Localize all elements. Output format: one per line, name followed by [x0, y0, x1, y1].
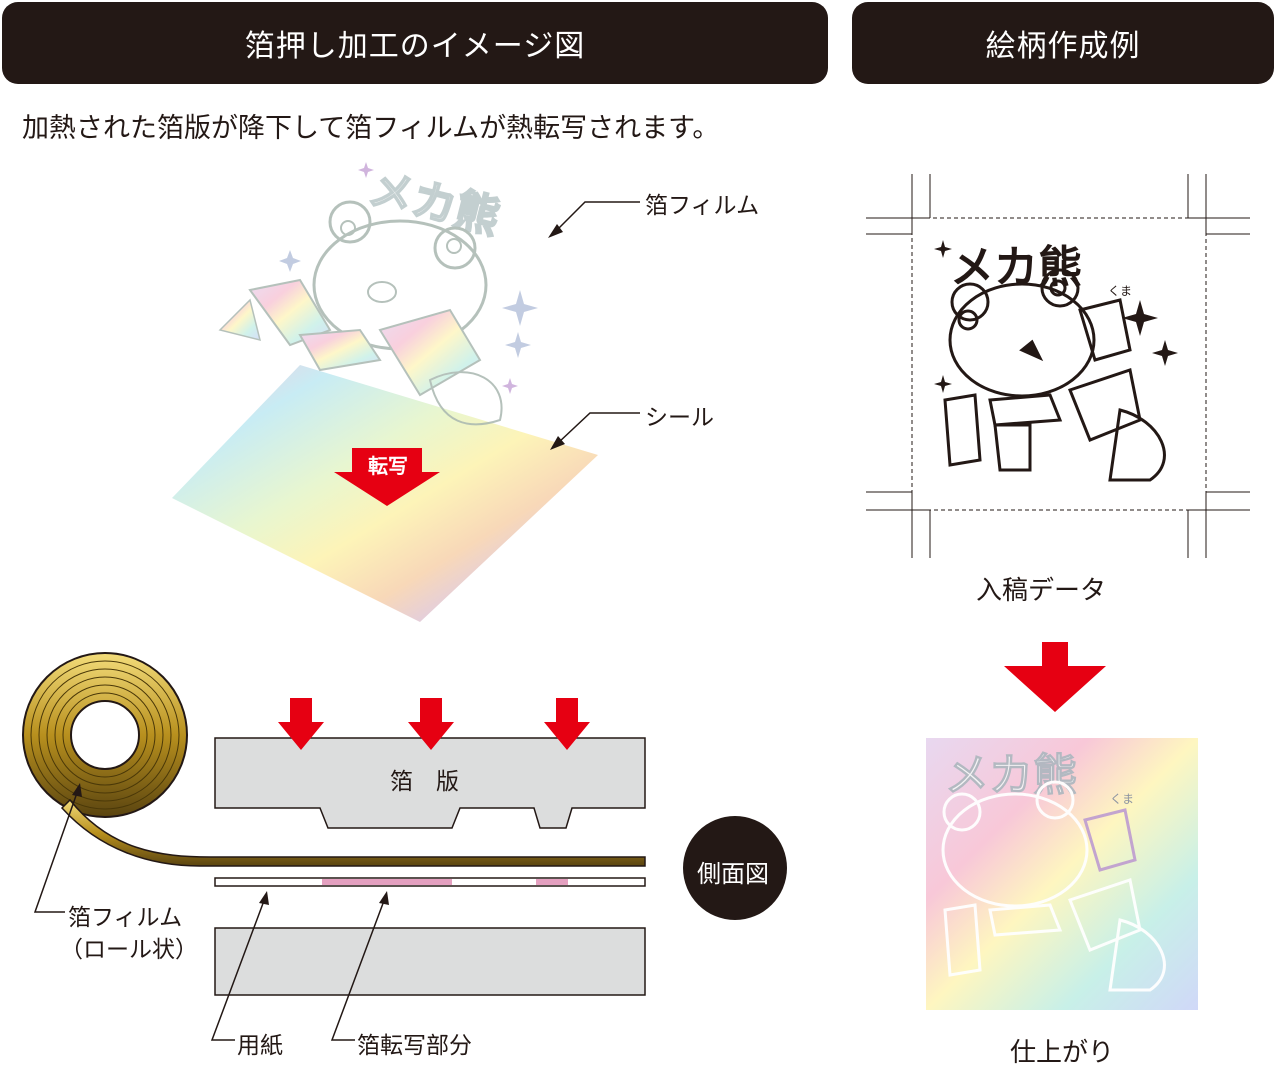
side-view-label: 側面図 — [697, 860, 769, 888]
result-label: 仕上がり — [1010, 1038, 1115, 1068]
transfer-arrow — [334, 448, 440, 506]
crop-marks — [866, 174, 1250, 558]
bleed-outline — [911, 217, 1207, 511]
transfer-part-1 — [322, 879, 452, 885]
plate-label: 箔 版 — [390, 769, 459, 795]
foil-film-label: 箔フィルム — [645, 193, 760, 219]
sticker-leader — [550, 412, 640, 450]
input-artwork-ruby: くま — [1108, 284, 1132, 298]
result-artwork-title: メカ熊 — [945, 750, 1077, 801]
paper-sheet — [214, 877, 646, 887]
foil-artwork-title: メカ熊 — [364, 163, 504, 244]
foil-artwork: メカ熊 — [218, 162, 538, 426]
press-arrow-1 — [278, 698, 324, 750]
header-left: 箔押し加工のイメージ図 — [2, 2, 828, 84]
header-left-title: 箔押し加工のイメージ図 — [244, 29, 586, 64]
transfer-part-label: 箔転写部分 — [357, 1033, 472, 1059]
foil-film-leader — [548, 201, 640, 238]
paper-label: 用紙 — [237, 1033, 283, 1059]
press-arrow-2 — [408, 698, 454, 750]
transfer-part-2 — [536, 879, 568, 885]
press-arrow-3 — [544, 698, 590, 750]
input-artwork: メカ熊 くま — [934, 240, 1178, 482]
header-right: 絵柄作成例 — [852, 2, 1274, 84]
result-arrow — [1004, 642, 1106, 712]
input-data-label: 入稿データ — [976, 576, 1107, 606]
roll-label: 箔フィルム — [68, 905, 183, 931]
sticker-label: シール — [645, 405, 714, 431]
roll-label-sub: （ロール状） — [60, 937, 198, 963]
header-right-title: 絵柄作成例 — [985, 29, 1141, 64]
result-artwork: メカ熊 くま — [926, 738, 1198, 1010]
foil-plate — [214, 737, 646, 829]
base-block — [214, 927, 646, 996]
result-artwork-ruby: くま — [1110, 792, 1134, 806]
transfer-label: 転写 — [368, 454, 408, 478]
description: 加熱された箔版が降下して箔フィルムが熱転写されます。 — [22, 113, 720, 144]
side-leaders — [33, 783, 389, 1041]
foil-roll — [22, 652, 646, 867]
side-view-badge — [683, 816, 787, 920]
